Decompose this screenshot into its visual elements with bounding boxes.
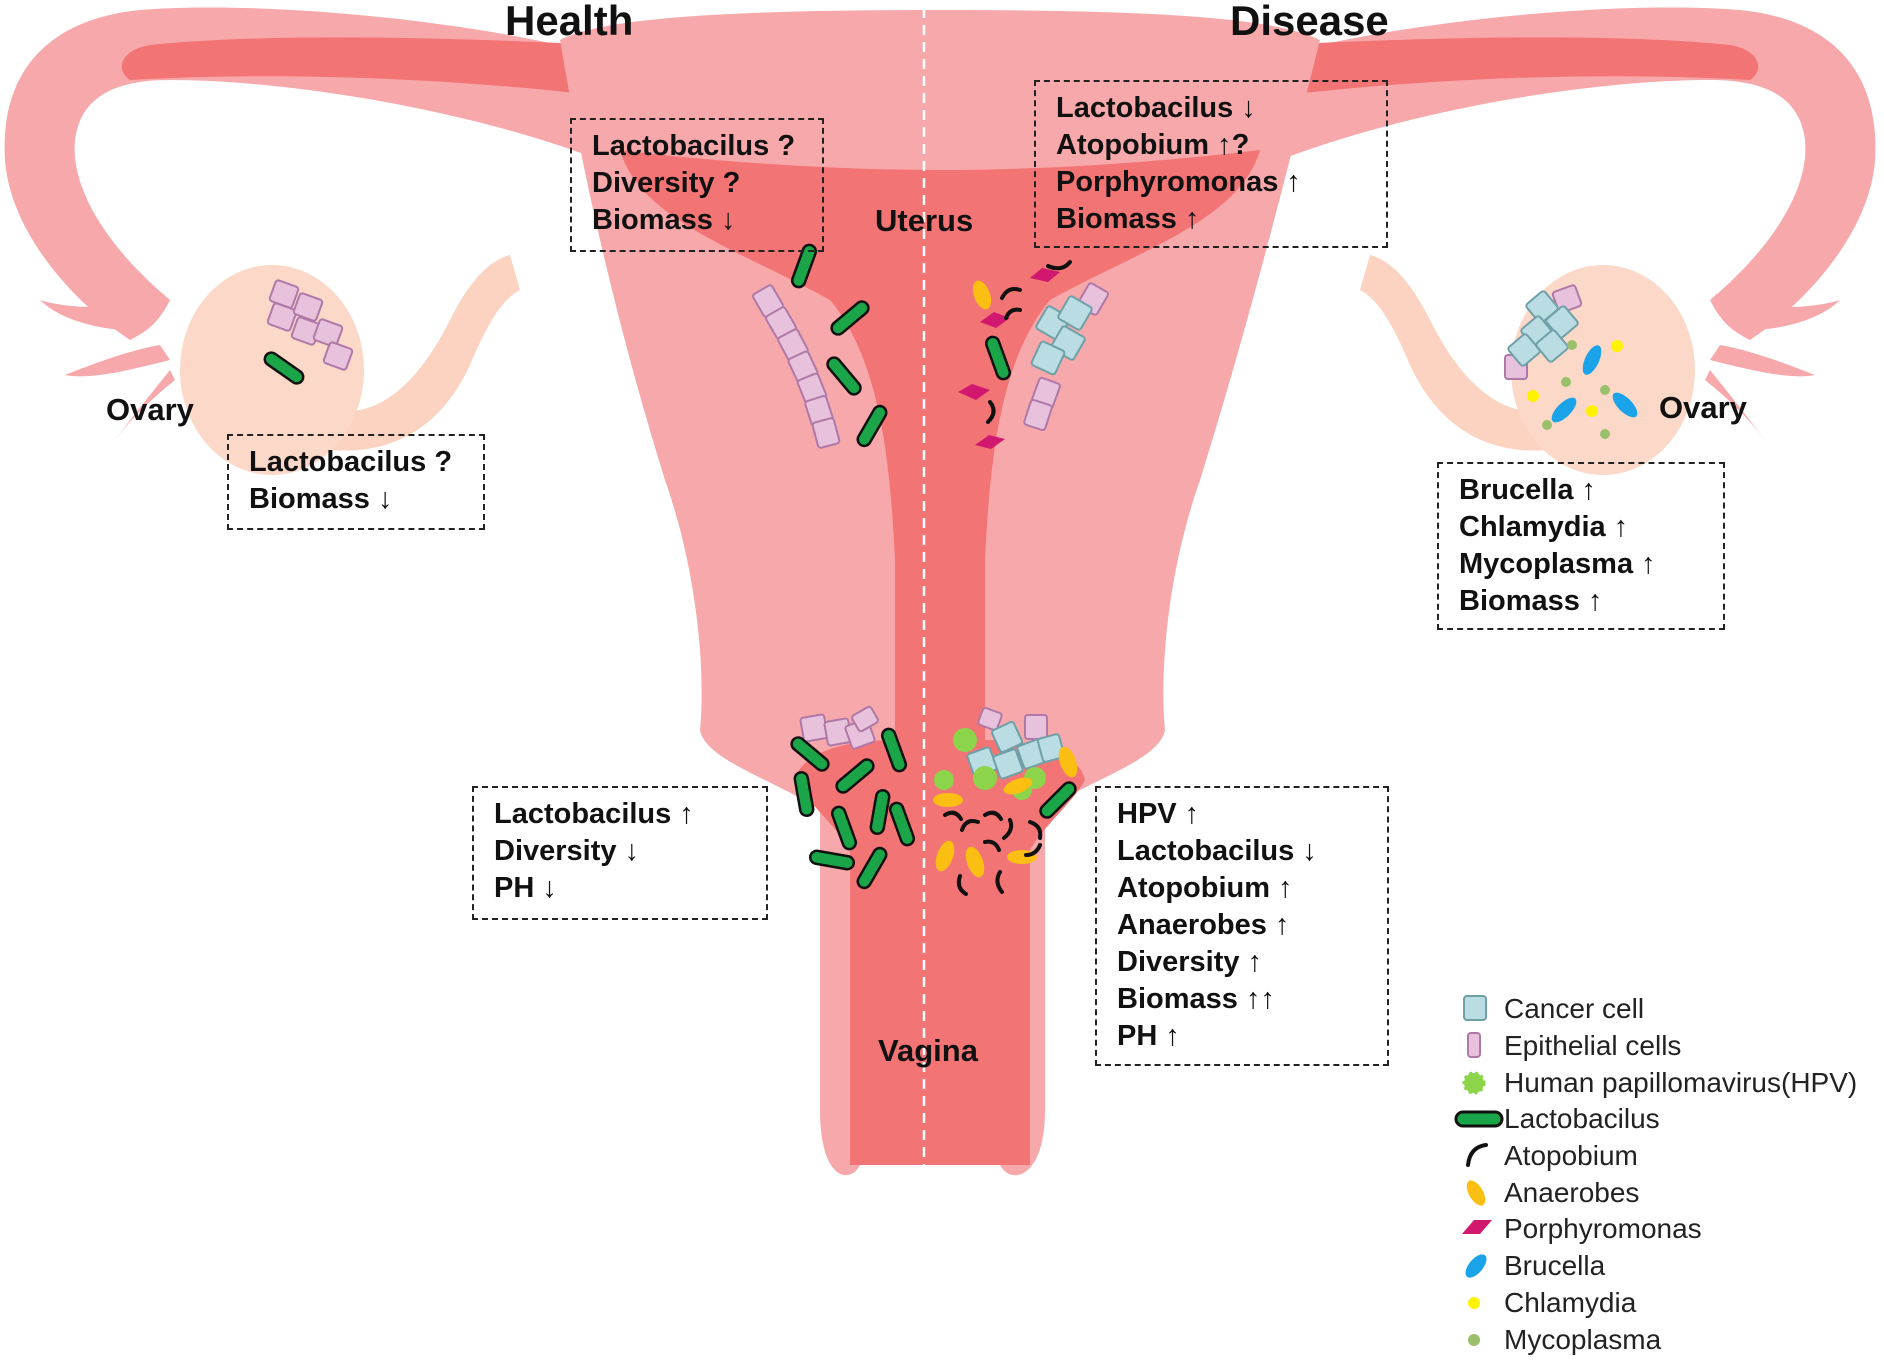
cells-disease-vagina [933, 706, 1080, 896]
legend-item-chlamydia: Chlamydia [1454, 1285, 1882, 1322]
legend-item-mycoplasma: Mycoplasma [1454, 1321, 1882, 1358]
box-line: Biomass ↑ [1459, 585, 1603, 617]
legend-label: Anaerobes [1504, 1176, 1640, 1208]
legend-label: Human papillomavirus(HPV) [1504, 1066, 1858, 1098]
legend-item-atopobium: Atopobium [1454, 1138, 1882, 1175]
fallopian-tube-left [4, 7, 700, 340]
box-line: Mycoplasma ↑ [1459, 548, 1656, 580]
box-line: Lactobacilus ↑ [494, 798, 694, 830]
box-health-vagina: Lactobacilus ↑ Diversity ↓ PH ↓ [472, 786, 768, 920]
box-line: PH ↑ [1117, 1020, 1180, 1052]
vagina-label: Vagina [878, 1033, 978, 1068]
fimbriae-right [1705, 250, 1840, 440]
legend-item-porphyromonas: Porphyromonas [1454, 1211, 1882, 1248]
legend-label: Lactobacilus [1504, 1103, 1660, 1135]
box-line: Lactobacilus ↓ [1117, 835, 1317, 867]
box-health-uterus: Lactobacilus ? Diversity ? Biomass ↓ [570, 118, 824, 252]
legend-label: Mycoplasma [1504, 1323, 1662, 1355]
epithelial-cells-health-uterus [752, 284, 841, 449]
epithelial-cells-left-ovary [266, 279, 354, 371]
ovary-left-label: Ovary [106, 392, 194, 427]
box-disease-uterus: Lactobacilus ↓ Atopobium ↑? Porphyromona… [1034, 80, 1388, 248]
legend-label: Atopobium [1504, 1140, 1638, 1172]
legend-label: Porphyromonas [1504, 1213, 1702, 1245]
box-line: Lactobacilus ↓ [1056, 92, 1256, 124]
legend-label: Epithelial cells [1504, 1030, 1682, 1062]
pathogens-disease-uterus [958, 260, 1072, 449]
uterus-label: Uterus [875, 203, 974, 238]
box-line: Anaerobes ↑ [1117, 909, 1290, 941]
legend-label: Brucella [1504, 1250, 1606, 1282]
box-line: Diversity ↓ [494, 835, 640, 867]
brucella-icon [1465, 1254, 1487, 1278]
disease-heading: Disease [1230, 0, 1389, 44]
legend-item-anaerobes: Anaerobes [1454, 1174, 1882, 1211]
chlamydia-icon [1468, 1296, 1480, 1309]
fallopian-tube-right [1180, 7, 1876, 340]
legend-item-cancer-cell: Cancer cell [1454, 991, 1882, 1028]
box-health-ovary: Lactobacilus ? Biomass ↓ [227, 434, 485, 530]
box-line: Lactobacilus ? [249, 446, 453, 478]
box-disease-vagina: HPV ↑ Lactobacilus ↓ Atopobium ↑ Anaerob… [1095, 786, 1389, 1066]
box-line: Lactobacilus ? [592, 130, 796, 162]
cells-right-ovary [1504, 284, 1638, 439]
ovary-right-label: Ovary [1659, 390, 1747, 425]
ovarian-ligament-left [330, 255, 520, 451]
atopobium-icon [1466, 1143, 1488, 1168]
box-line: Diversity ↑ [1117, 946, 1263, 978]
box-line: Atopobium ↑ [1117, 872, 1293, 904]
box-line: Biomass ↓ [249, 483, 393, 515]
box-line: Chlamydia ↑ [1459, 511, 1629, 543]
uterine-cavity [620, 150, 1260, 1165]
legend: Cancer cell Epithelial cells Human papil… [1454, 991, 1882, 1358]
cancer-cells-disease-uterus [1030, 295, 1093, 376]
fimbriae-left [40, 250, 175, 440]
legend-item-lactobacillus: Lactobacilus [1454, 1101, 1882, 1138]
epithelial-cells-health-vagina [799, 705, 879, 750]
box-disease-ovary: Brucella ↑ Chlamydia ↑ Mycoplasma ↑ Biom… [1437, 462, 1725, 630]
health-heading: Health [505, 0, 634, 44]
mycoplasma-icon [1468, 1333, 1480, 1346]
anaerobes-icon [1466, 1180, 1486, 1206]
epithelial-cell-icon [1467, 1032, 1481, 1059]
legend-item-brucella: Brucella [1454, 1248, 1882, 1285]
box-line: HPV ↑ [1117, 798, 1200, 830]
legend-label: Chlamydia [1504, 1286, 1637, 1318]
lactobacillus-icon [1454, 1110, 1504, 1128]
box-line: Porphyromonas ↑ [1056, 166, 1301, 198]
legend-item-hpv: Human papillomavirus(HPV) [1454, 1064, 1882, 1101]
porphyromonas-icon [1462, 1220, 1492, 1235]
hpv-virus-icon [1462, 1071, 1486, 1095]
box-line: Diversity ? [592, 167, 741, 199]
box-line: Atopobium ↑? [1056, 129, 1250, 161]
legend-item-epithelial-cells: Epithelial cells [1454, 1028, 1882, 1065]
box-line: Biomass ↓ [592, 204, 736, 236]
legend-label: Cancer cell [1504, 993, 1645, 1025]
cancer-cell-icon [1463, 995, 1487, 1022]
ovarian-ligament-right [1360, 255, 1550, 451]
box-line: Biomass ↑ [1056, 203, 1200, 235]
box-line: PH ↓ [494, 872, 557, 904]
box-line: Biomass ↑↑ [1117, 983, 1275, 1015]
box-line: Brucella ↑ [1459, 474, 1596, 506]
